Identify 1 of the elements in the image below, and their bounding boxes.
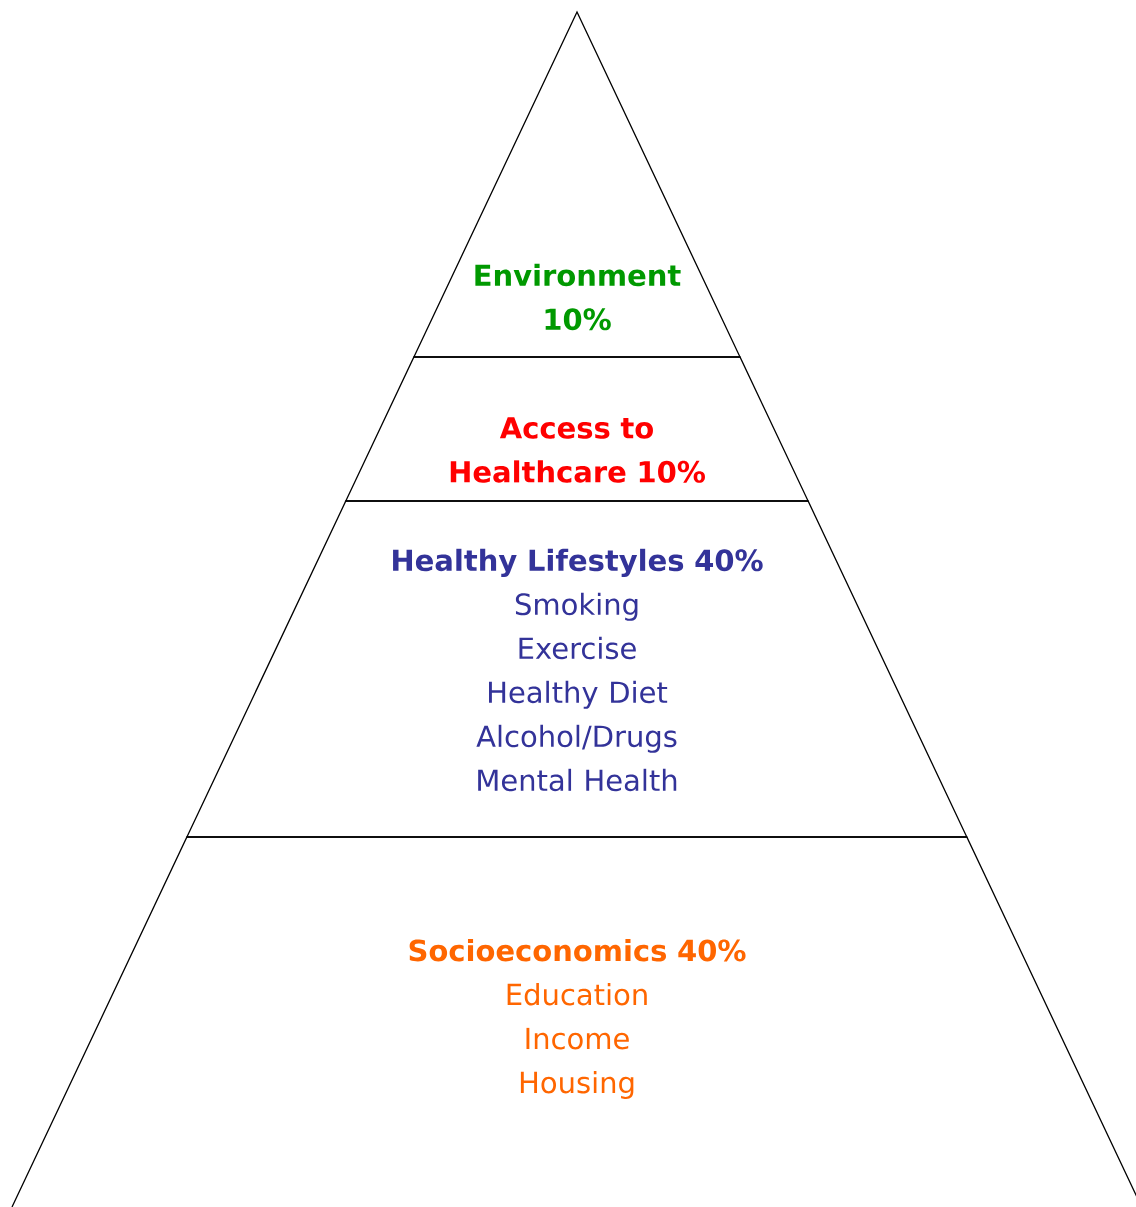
pyramid-tier: Socioeconomics 40% Education Income Housing bbox=[11, 836, 1136, 1207]
